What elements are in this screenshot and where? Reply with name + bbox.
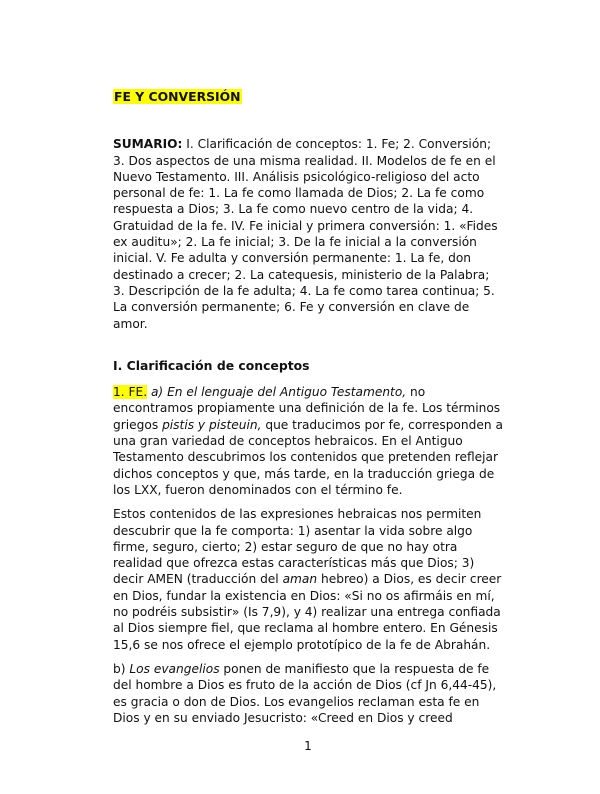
- text-run: a) En el lenguaje del Antiguo Testamento…: [150, 385, 407, 400]
- document-title: FE Y CONVERSIÓN: [113, 89, 242, 104]
- document-page: FE Y CONVERSIÓN SUMARIO: I. Clarificació…: [113, 0, 503, 794]
- text-run: SUMARIO:: [113, 137, 183, 152]
- text-run: hebreo) a Dios, es decir creer en Dios, …: [113, 572, 502, 652]
- section-heading: I. Clarificación de conceptos: [113, 357, 310, 373]
- body-paragraph-2: Estos contenidos de las expresiones hebr…: [113, 506, 503, 653]
- text-run: aman: [282, 572, 318, 587]
- text-run: b): [113, 661, 130, 676]
- text-run: que traducimos por fe, corresponden a un…: [113, 417, 503, 497]
- text-run: no encontramos propiamente una definició…: [113, 385, 501, 432]
- body-paragraph-1: 1. FE. a) En el lenguaje del Antiguo Tes…: [113, 384, 503, 498]
- text-run: I. Clarificación de conceptos: 1. Fe; 2.…: [113, 137, 498, 331]
- text-run: 1. FE.: [113, 385, 148, 400]
- text-run: Estos contenidos de las expresiones hebr…: [113, 507, 482, 587]
- text-run: pistis y pisteuin,: [162, 417, 262, 432]
- text-run: ponen de manifiesto que la respuesta de …: [113, 661, 497, 725]
- summary-paragraph: SUMARIO: I. Clarificación de conceptos: …: [113, 136, 503, 332]
- page-number: 1: [304, 739, 312, 754]
- body-paragraph-3: b) Los evangelios ponen de manifiesto qu…: [113, 661, 503, 726]
- text-run: Los evangelios: [129, 661, 220, 676]
